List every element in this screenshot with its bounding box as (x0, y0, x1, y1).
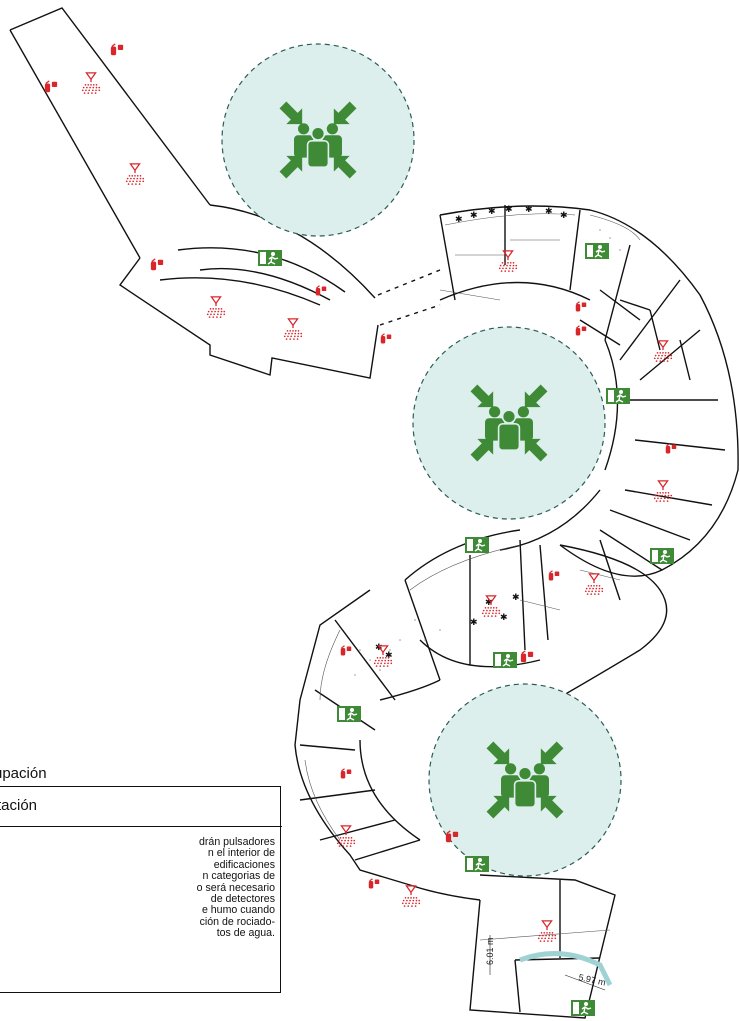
fire-extinguisher-icon (548, 570, 560, 582)
legend-subtitle: tación (0, 797, 38, 814)
svg-text:✱: ✱ (385, 651, 393, 661)
emergency-exit-icon (571, 1000, 595, 1016)
assembly-point-top (221, 43, 415, 237)
sprinkler-icon (125, 163, 145, 185)
legend-line: edificaciones (213, 858, 275, 871)
svg-text:✱: ✱ (500, 613, 508, 623)
emergency-exit-icon (493, 652, 517, 668)
svg-text:✱: ✱ (470, 211, 478, 221)
fire-extinguisher-icon (44, 80, 58, 93)
svg-text:✱: ✱ (525, 205, 533, 215)
fire-extinguisher-icon (340, 768, 352, 780)
legend-line: tos de agua. (216, 927, 275, 940)
evacuation-route (519, 951, 613, 987)
emergency-exit-icon (606, 388, 630, 404)
fire-extinguisher-icon (575, 301, 587, 313)
legend-line: n categorias de (202, 870, 275, 883)
sprinkler-icon (653, 480, 673, 502)
legend-line: drán pulsadores (199, 836, 275, 848)
svg-text:✱: ✱ (560, 211, 568, 221)
legend-title: upación (0, 765, 47, 782)
fire-alarm-icon (520, 650, 534, 663)
fire-extinguisher-icon (368, 878, 380, 890)
emergency-exit-icon (337, 706, 361, 722)
legend-line: e humo cuando (201, 904, 275, 917)
emergency-exit-icon (465, 537, 489, 553)
sprinkler-icon (498, 250, 518, 272)
sprinkler-icon (653, 340, 673, 362)
building-walls (9, 7, 739, 1019)
sprinkler-icon (401, 885, 421, 907)
fire-extinguisher-icon (150, 258, 164, 271)
svg-text:✱: ✱ (512, 593, 520, 603)
emergency-exit-icon (465, 856, 489, 872)
legend-box: tación drán pulsadores n el interior de … (0, 786, 282, 993)
sprinkler-icon (537, 920, 557, 942)
svg-text:✱: ✱ (545, 207, 553, 217)
assembly-point-middle (412, 326, 606, 520)
sprinkler-icon (81, 72, 101, 94)
fire-extinguisher-icon (575, 325, 587, 337)
fire-extinguisher-icon (315, 285, 327, 297)
svg-text:✱: ✱ (505, 205, 513, 215)
svg-text:✱: ✱ (375, 643, 383, 653)
legend-line: o será necesario (196, 881, 275, 894)
fire-extinguisher-icon (665, 443, 677, 455)
svg-text:✱: ✱ (455, 215, 463, 225)
fire-extinguisher-icon (340, 645, 352, 657)
legend-divider (0, 826, 282, 827)
emergency-exit-icon (650, 548, 674, 564)
legend-line: de detectores (210, 893, 275, 906)
fire-extinguisher-icon (380, 333, 392, 345)
svg-text:✱: ✱ (485, 598, 493, 608)
sprinkler-icon (584, 573, 604, 595)
dimension-label-a: 6.01 m (485, 937, 495, 965)
emergency-exit-icon (585, 243, 609, 259)
interior-partitions (304, 213, 641, 941)
sprinkler-icon (283, 318, 303, 340)
emergency-exit-icon (258, 250, 282, 266)
plant-markers: ✱✱✱ ✱✱✱✱ ✱✱✱✱ ✱✱ (375, 205, 568, 661)
fire-extinguisher-icon (110, 43, 124, 56)
legend-text: drán pulsadores n el interior de edifica… (0, 836, 275, 940)
legend-line: n el interior de (207, 847, 275, 860)
svg-text:✱: ✱ (470, 618, 478, 628)
assembly-point-bottom (428, 683, 622, 877)
svg-text:✱: ✱ (488, 207, 496, 217)
legend-line: ción de rociado- (199, 915, 275, 928)
sprinkler-icon (206, 296, 226, 318)
